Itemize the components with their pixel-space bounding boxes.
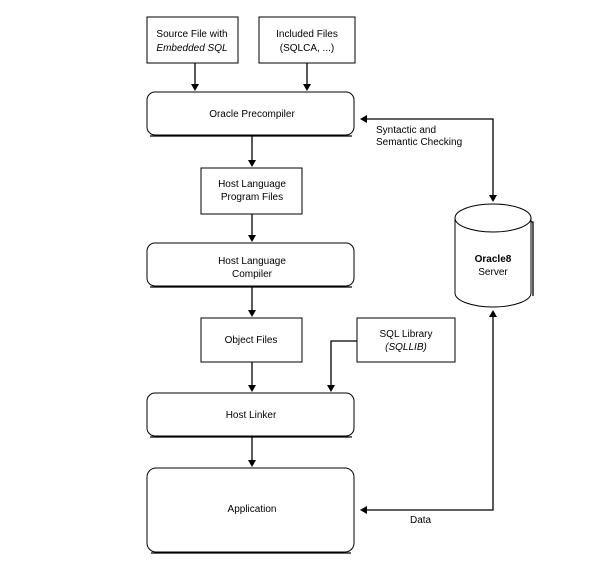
host-program-files-line2: Program Files [221,192,283,203]
host-linker-label: Host Linker [226,410,277,421]
arrowhead [360,115,367,123]
source-file-line1: Source File with [156,29,227,40]
included-files-line2: (SQLCA, ...) [280,43,334,54]
arrowhead [248,460,256,467]
data-edge-label: Data [410,515,432,526]
server-line1: Oracle8 [475,254,512,265]
cylinder-shadow [531,221,534,296]
host-linker-node: Host Linker [146,392,355,438]
host-program-files-line1: Host Language [218,179,286,190]
host-program-files-node: Host Language Program Files [200,167,303,215]
arrowhead [489,310,497,317]
arrowhead [360,506,367,514]
object-files-node: Object Files [200,317,303,363]
arrowhead [248,385,256,392]
arrow-sql-library-to-linker [330,340,357,386]
source-file-node: Source File with Embedded SQL [146,16,239,64]
arrowhead [191,84,199,91]
host-compiler-line2: Compiler [232,269,273,280]
precompiler-node: Oracle Precompiler [146,91,355,137]
arrow-precompiler-server-checking [366,118,494,196]
arrowhead [248,160,256,167]
arrowhead [248,310,256,317]
host-compiler-node: Host Language Compiler [146,242,355,288]
arrowhead [489,195,497,202]
included-files-line1: Included Files [276,29,338,40]
sql-library-node: SQL Library (SQLLIB) [356,317,456,363]
checking-edge-label-line1: Syntactic and [376,125,436,136]
arrowhead [248,235,256,242]
server-database-node: Oracle8 Server [454,203,534,308]
source-file-line2: Embedded SQL [156,43,227,54]
checking-edge-label-line2: Semantic Checking [376,137,462,148]
host-compiler-line1: Host Language [218,256,286,267]
arrowhead [327,385,335,392]
arrowhead [303,84,311,91]
application-node: Application [146,467,355,554]
cylinder-top [454,203,532,233]
server-line2: Server [478,267,508,278]
included-files-node: Included Files (SQLCA, ...) [258,16,356,64]
cylinder-body [454,218,532,308]
object-files-label: Object Files [225,335,278,346]
application-label: Application [228,504,277,515]
arrow-application-server-data [366,316,494,511]
sql-library-line2: (SQLLIB) [385,342,427,353]
precompiler-label: Oracle Precompiler [209,109,295,120]
sql-library-line1: SQL Library [380,329,433,340]
